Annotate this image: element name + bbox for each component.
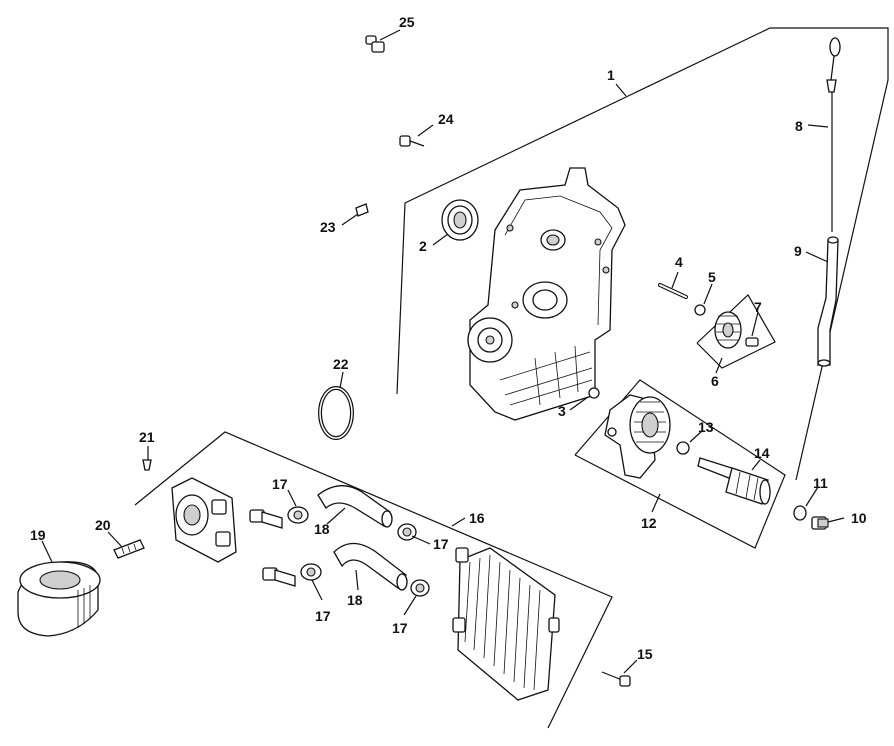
callout-16: 16: [469, 510, 485, 526]
hose-clamp-part-b: [397, 523, 417, 541]
callout-17-a: 17: [272, 476, 288, 492]
hose-clamp-part-c: [300, 563, 322, 581]
gear-shaft-part: [745, 337, 759, 347]
filter-nipple-part: [113, 539, 145, 559]
callout-9: 9: [794, 243, 802, 259]
oil-pump-part: [604, 394, 671, 479]
oil-seal-part: [441, 199, 479, 241]
callout-25: 25: [399, 14, 415, 30]
cover-screw-part: [399, 135, 425, 147]
washer-part: [793, 505, 807, 521]
dipstick-part: [826, 37, 841, 232]
callout-3: 3: [558, 403, 566, 419]
callout-19: 19: [30, 527, 46, 543]
group-outline-16: [134, 431, 613, 729]
callout-12: 12: [641, 515, 657, 531]
callout-4: 4: [675, 254, 683, 270]
callout-11: 11: [813, 475, 828, 491]
group-outline-6: [696, 294, 776, 369]
oil-filter-part: [17, 561, 101, 637]
callout-14: 14: [754, 445, 770, 461]
breather-fitting-part: [365, 35, 385, 53]
callout-8: 8: [795, 118, 803, 134]
drain-plug-part: [811, 516, 829, 530]
callout-2: 2: [419, 238, 427, 254]
hose-fitting-part-a: [249, 509, 283, 529]
callout-18-a: 18: [314, 521, 330, 537]
small-fitting-part: [142, 459, 152, 471]
callout-22: 22: [333, 356, 349, 372]
hose-clamp-part-d: [410, 579, 430, 597]
group-outline-12: [574, 379, 786, 549]
callout-15: 15: [637, 646, 653, 662]
hose-clamp-part-a: [287, 506, 309, 524]
callout-20: 20: [95, 517, 111, 533]
callout-7: 7: [754, 299, 762, 315]
hose-fitting-part-b: [262, 567, 296, 587]
group-outline-1: [396, 27, 889, 481]
small-plug-part: [355, 203, 369, 217]
governor-gear-part: [714, 311, 742, 349]
oil-hose-part-b: [333, 542, 407, 589]
leader-lines: [41, 29, 845, 674]
callout-13: 13: [698, 419, 714, 435]
oil-hose-part-a: [317, 485, 391, 527]
filter-adapter-part: [171, 477, 237, 563]
dipstick-tube-part: [817, 236, 839, 367]
pump-o-ring-part: [676, 441, 690, 455]
callout-18-b: 18: [347, 592, 363, 608]
callout-10: 10: [851, 510, 867, 526]
relief-valve-part: [697, 457, 771, 505]
callout-6: 6: [711, 373, 719, 389]
callout-24: 24: [438, 111, 454, 127]
gear-cover-part: [467, 167, 626, 421]
callout-23: 23: [320, 219, 336, 235]
callout-21: 21: [139, 429, 155, 445]
callout-17-b: 17: [433, 536, 449, 552]
callout-17-d: 17: [392, 620, 408, 636]
clip-part: [694, 304, 706, 316]
callout-17-c: 17: [315, 608, 331, 624]
oil-cooler-part: [452, 547, 560, 701]
callout-1: 1: [607, 67, 615, 83]
oil-cooler-screw-part: [601, 671, 631, 687]
callout-5: 5: [708, 269, 716, 285]
o-ring-small-part: [588, 387, 600, 399]
